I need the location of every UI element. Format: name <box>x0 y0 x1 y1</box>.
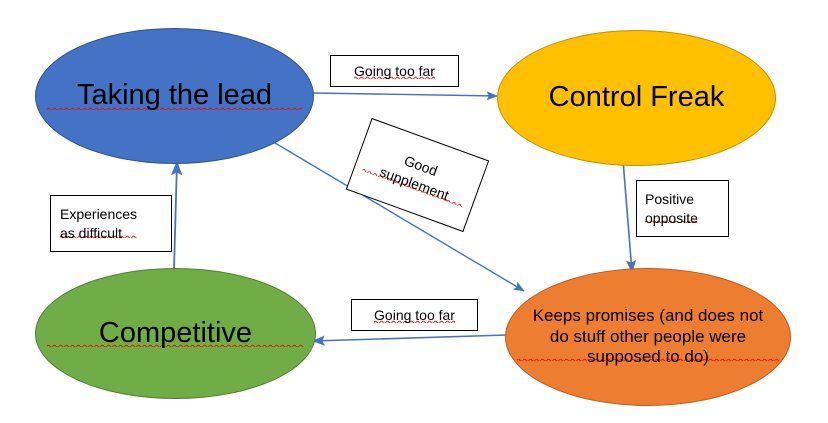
arrow-taking-the-lead-to-control-freak <box>312 91 498 101</box>
arrow-control-freak-to-keeps-promises <box>622 159 637 273</box>
node-label: Control Freak <box>548 81 725 114</box>
node-keeps-promises[interactable]: Keeps promises (and does not do stuff ot… <box>505 268 791 406</box>
edge-label-text: Experiences as difficult <box>60 204 138 243</box>
edge-label-text: Going too far <box>354 61 435 81</box>
edge-label-going-too-far-top[interactable]: Going too far <box>330 55 459 87</box>
edge-label-positive-opposite[interactable]: Positive opposite <box>636 180 729 237</box>
node-label: Taking the lead <box>47 78 302 114</box>
edge-label-text: Positive opposite <box>645 189 698 228</box>
node-label: Competitive <box>47 315 304 352</box>
edge-label-experiences-as-difficult[interactable]: Experiences as difficult <box>50 195 172 252</box>
node-taking-the-lead[interactable]: Taking the lead <box>35 28 314 164</box>
node-competitive[interactable]: Competitive <box>35 268 316 399</box>
arrow-keeps-promises-to-competitive <box>312 334 508 346</box>
edge-label-text: Going too far <box>374 305 455 325</box>
arrow-taking-the-lead-to-keeps-promises <box>269 139 525 292</box>
arrow-competitive-to-taking-the-lead <box>170 160 183 270</box>
edge-label-going-too-far-bottom[interactable]: Going too far <box>351 299 478 331</box>
edge-label-text: Good supplement <box>360 138 475 212</box>
node-label: Keeps promises (and does not do stuff ot… <box>517 305 779 369</box>
node-control-freak[interactable]: Control Freak <box>497 30 776 166</box>
